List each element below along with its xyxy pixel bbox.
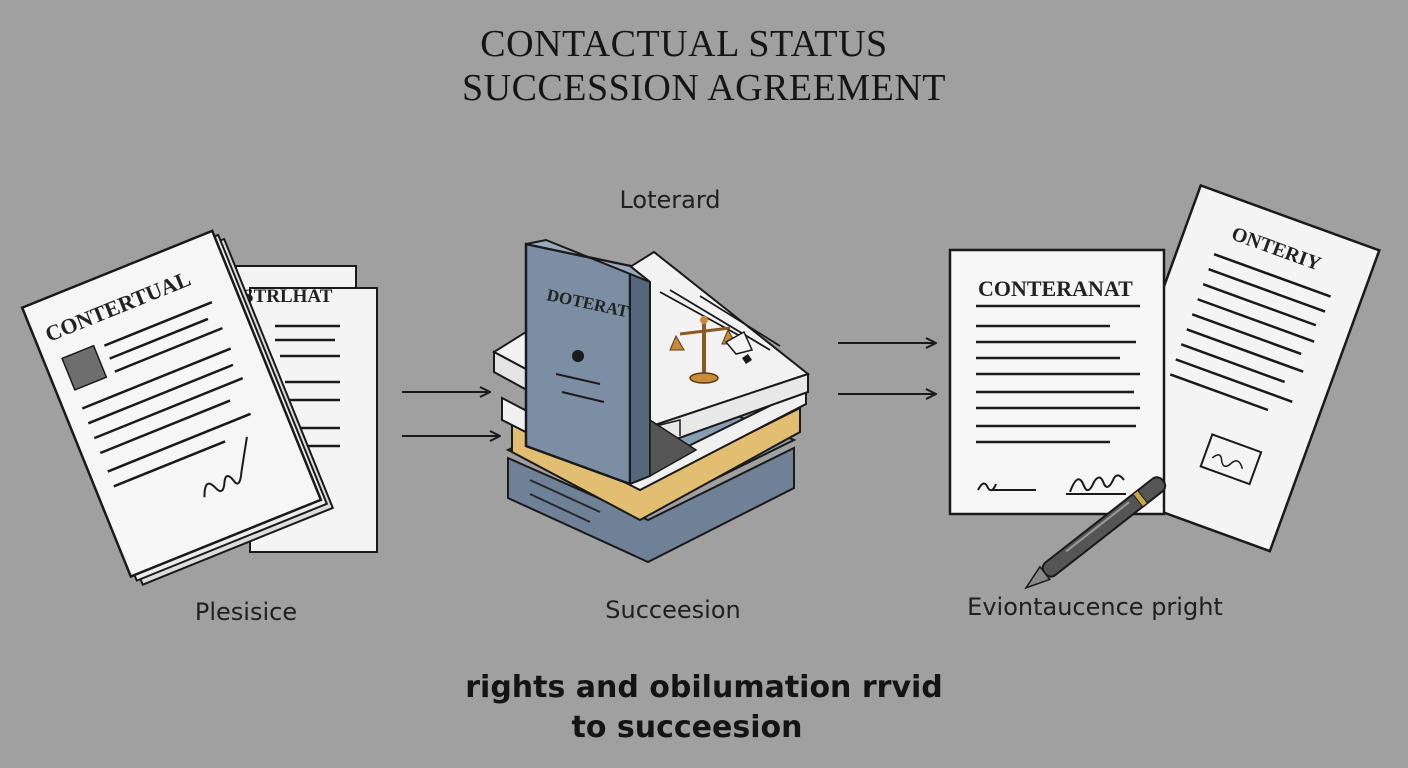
legal-books-illustration: DOTERAT [492,238,811,564]
caption-line-1: rights and obilumation rrvid [465,670,943,705]
input-documents-illustration: STRLHAT CONTERTUAL [20,229,378,586]
law-book [524,242,632,486]
back-document-heading: STRLHAT [243,286,333,307]
front-output-heading: CONTERANAT [978,276,1133,301]
front-output-document [948,248,1166,516]
caption-line-2: to succeesion [571,710,803,745]
signature-icon [203,436,248,498]
signature-left-icon [977,482,1036,492]
title-line-2: SUCCESSION AGREEMENT [462,67,946,109]
signature-right-icon [1066,474,1126,495]
stage-2-label: Succeesion [605,596,741,624]
diagram-title: CONTACTUAL STATUS SUCCESSION AGREEMENT [0,22,1408,110]
stamp-box [1199,433,1263,486]
diagram-caption: rights and obilumation rrvid to succeesi… [0,668,1408,748]
output-documents-illustration: ONTERIY CONTERANAT [948,183,1381,590]
scales-of-justice-icon [669,316,737,384]
stage-1-label: Plesisice [194,598,298,626]
stage-2-top-label: Loterard [619,186,721,214]
document-stamp [61,344,108,391]
stage-3-label: Eviontaucence pright [967,593,1223,621]
title-line-1: CONTACTUAL STATUS [480,23,888,65]
pen-icon [1024,476,1167,590]
book-seal-icon [572,350,584,362]
front-document [20,229,323,579]
